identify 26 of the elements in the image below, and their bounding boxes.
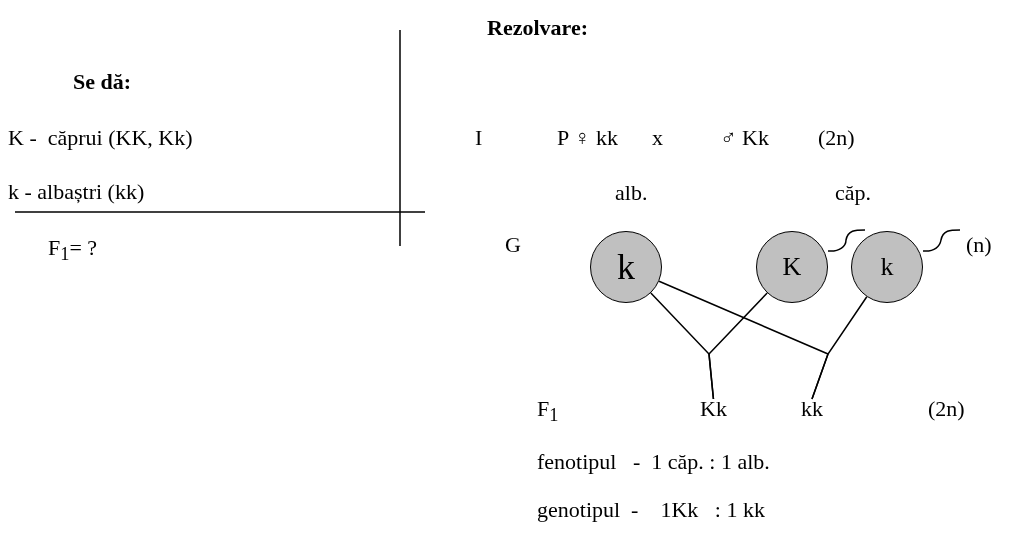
ploidy-label: (2n) bbox=[928, 397, 965, 421]
connector-line bbox=[811, 296, 868, 400]
gamete-circle bbox=[851, 231, 923, 303]
connector-line bbox=[708, 292, 768, 400]
ratio-text: fenotipul - 1 căp. : 1 alb. bbox=[537, 450, 770, 474]
parent-genotype: ♂ Kk bbox=[720, 126, 769, 150]
ratio-text: genotipul - 1Kk : 1 kk bbox=[537, 498, 765, 522]
allele-symbol: k bbox=[880, 254, 894, 280]
gene-definition: K - căprui (KK, Kk) bbox=[8, 126, 193, 150]
cross-sign: x bbox=[652, 126, 663, 150]
phenotype-label: alb. bbox=[615, 181, 648, 205]
generation-label: G bbox=[505, 233, 521, 257]
ploidy-label: (2n) bbox=[818, 126, 855, 150]
question-text: F$_{1}$= ? bbox=[48, 236, 98, 267]
offspring-genotype: Kk bbox=[700, 397, 727, 421]
offspring-genotype: kk bbox=[801, 397, 823, 421]
ploidy-label: (n) bbox=[966, 233, 992, 257]
heading: Rezolvare: bbox=[487, 16, 588, 40]
generation-number: I bbox=[475, 126, 483, 150]
generation-label: F$_{1}$ bbox=[537, 397, 559, 428]
allele-symbol: K bbox=[782, 254, 802, 280]
phenotype-label: căp. bbox=[835, 181, 872, 205]
parent-genotype: P ♀ kk bbox=[557, 126, 618, 150]
gene-definition: k - albaștri (kk) bbox=[8, 180, 145, 204]
allele-symbol: k bbox=[617, 249, 635, 285]
heading: Se dă: bbox=[73, 70, 132, 94]
